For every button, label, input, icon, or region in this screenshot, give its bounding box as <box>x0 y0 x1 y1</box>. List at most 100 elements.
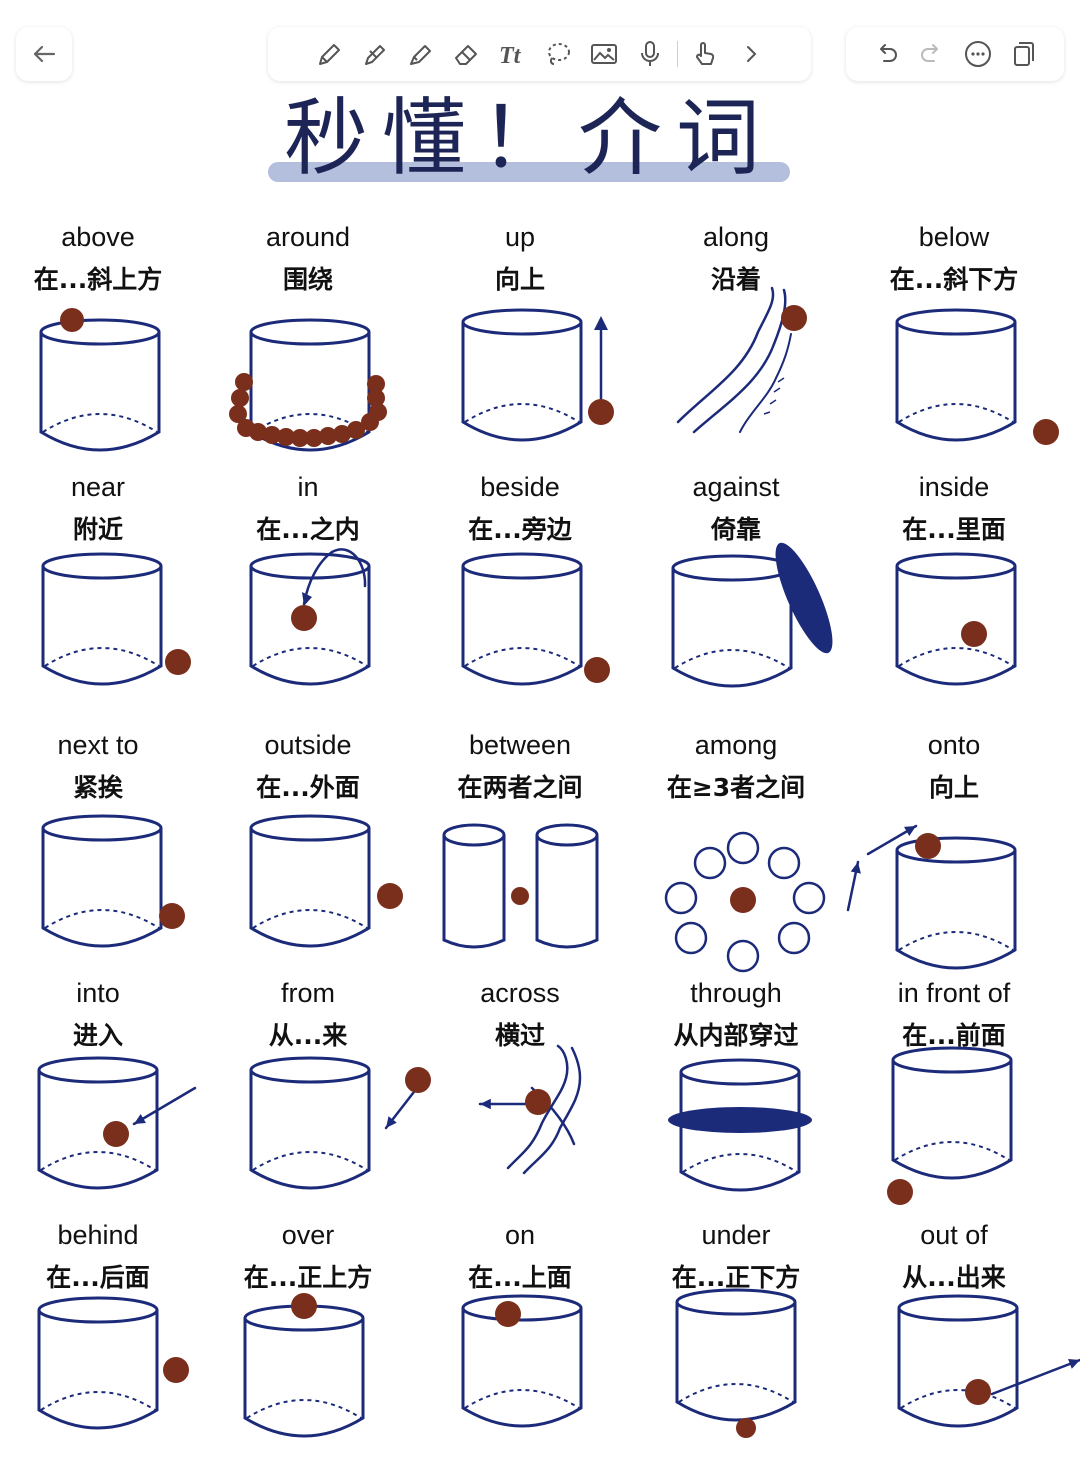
motion-path <box>302 548 367 606</box>
ball <box>405 1067 431 1093</box>
english-word: in front of <box>897 978 1011 1008</box>
cylinder <box>243 1304 365 1438</box>
eraser-icon[interactable] <box>443 31 489 77</box>
ball <box>781 305 807 331</box>
cylinder <box>249 1056 371 1190</box>
english-word: onto <box>927 730 981 760</box>
ring <box>693 846 727 880</box>
cylinder <box>679 1058 801 1192</box>
microphone-icon[interactable] <box>627 31 673 77</box>
english-word: above <box>61 222 135 252</box>
preposition-along: along 沿着 <box>628 222 844 467</box>
english-word: inside <box>918 472 990 502</box>
english-word: next to <box>57 730 139 760</box>
cylinder-pair <box>442 823 599 949</box>
chinese-meaning: 在...前面 <box>902 1021 1006 1050</box>
illustration <box>664 831 826 973</box>
chinese-meaning: 附近 <box>72 515 123 544</box>
illustration <box>461 552 610 686</box>
ball <box>1033 419 1059 445</box>
chinese-meaning: 进入 <box>72 1021 123 1050</box>
pencil-icon[interactable] <box>305 31 351 77</box>
cylinder <box>249 552 371 686</box>
ball <box>367 389 385 407</box>
arrow <box>990 1358 1080 1396</box>
image-icon[interactable] <box>581 31 627 77</box>
chinese-meaning: 沿着 <box>710 265 761 294</box>
svg-text:Tt: Tt <box>499 43 522 69</box>
chevron-right-icon[interactable] <box>728 31 774 77</box>
chinese-meaning: 从...出来 <box>902 1263 1006 1292</box>
illustration <box>41 814 185 948</box>
illustration <box>676 286 807 434</box>
english-word: along <box>702 222 770 252</box>
english-word: under <box>701 1220 771 1250</box>
cylinder <box>671 554 793 688</box>
chinese-meaning: 在...后面 <box>46 1263 150 1292</box>
motion-path <box>506 1044 569 1170</box>
motion-path <box>676 286 775 424</box>
chinese-meaning: 在...之内 <box>256 515 360 544</box>
chinese-meaning: 在...斜上方 <box>33 265 163 294</box>
ball <box>333 425 351 443</box>
text-tool-icon[interactable]: Tt <box>489 31 535 77</box>
cylinder <box>895 552 1017 686</box>
ball <box>525 1089 551 1115</box>
pen-icon[interactable] <box>351 31 397 77</box>
ring <box>726 831 760 865</box>
cylinder <box>675 1288 797 1422</box>
ring <box>767 846 801 880</box>
chinese-meaning: 在...正上方 <box>243 1263 373 1292</box>
ring <box>792 881 826 915</box>
english-word: from <box>281 978 335 1008</box>
redo-icon[interactable] <box>909 31 955 77</box>
hand-pointer-icon[interactable] <box>682 31 728 77</box>
ball <box>235 373 253 391</box>
highlighter-icon[interactable] <box>397 31 443 77</box>
illustration <box>887 1046 1013 1205</box>
ball <box>277 428 295 446</box>
ring <box>726 939 760 973</box>
more-icon[interactable] <box>955 31 1001 77</box>
chinese-meaning: 向上 <box>494 265 545 294</box>
tool-palette: Tt <box>268 27 811 81</box>
ball <box>965 1379 991 1405</box>
chinese-meaning: 在...里面 <box>902 515 1006 544</box>
note-title: 秒懂！介词 <box>268 88 790 198</box>
english-word: outside <box>264 730 352 760</box>
english-word: into <box>76 978 120 1008</box>
illustration <box>461 1294 583 1428</box>
illustration <box>668 1058 812 1192</box>
illustration <box>249 1056 431 1190</box>
back-button[interactable] <box>16 27 72 81</box>
ring <box>664 881 698 915</box>
pages-icon[interactable] <box>1001 31 1047 77</box>
ball <box>305 429 323 447</box>
cylinder <box>895 308 1017 442</box>
ball <box>588 399 614 425</box>
illustration <box>41 552 191 686</box>
ball <box>263 426 281 444</box>
chinese-meaning: 横过 <box>494 1021 545 1050</box>
ball <box>60 308 84 332</box>
undo-icon[interactable] <box>863 31 909 77</box>
ball <box>736 1418 756 1438</box>
lasso-icon[interactable] <box>535 31 581 77</box>
cylinder <box>249 814 371 948</box>
cylinder <box>891 1046 1013 1180</box>
illustration <box>39 308 161 452</box>
illustration <box>243 1293 365 1438</box>
chinese-meaning: 紧挨 <box>72 773 123 802</box>
arrow <box>846 860 861 912</box>
illustration <box>229 318 387 452</box>
